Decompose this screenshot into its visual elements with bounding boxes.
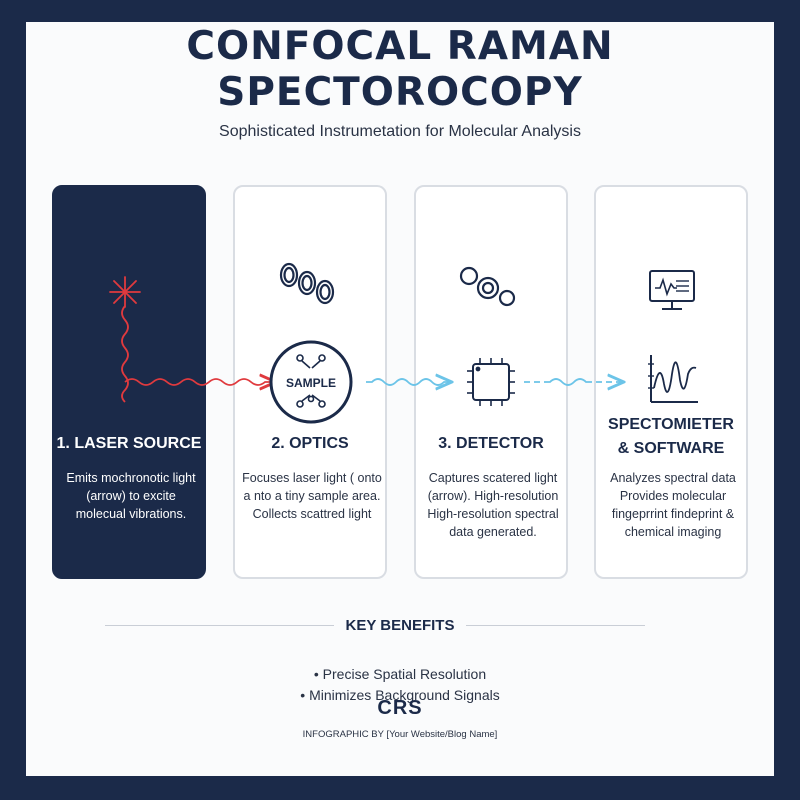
benefit-item: • Precise Spatial Resolution	[313, 666, 487, 682]
card-description: Analyzes spectral data Provides molecula…	[602, 469, 744, 541]
desc-line: chemical imaging	[624, 525, 722, 539]
desc-line: Analyzes spectral data	[610, 471, 736, 485]
desc-line: Emits mochronotic light	[66, 471, 196, 485]
card-detector: 3. DETECTOR Captures scatered light (arr…	[414, 185, 568, 579]
desc-line: High-resolution spectral	[427, 507, 559, 521]
card-description: Captures scatered light (arrow). High-re…	[422, 469, 564, 541]
card-title: 2. OPTICS	[271, 435, 349, 452]
benefit-item: • Minimizes Background Signals	[300, 687, 500, 703]
desc-line: data generated.	[449, 525, 537, 539]
title-line: SPECTOMIETER	[608, 416, 734, 433]
desc-line: (arrow). High-resolution	[427, 489, 559, 503]
card-description: Emits mochronotic light (arrow) to excit…	[60, 469, 202, 523]
desc-line: molecual vibrations.	[75, 507, 187, 521]
card-optics: 2. OPTICS Focuses laser light ( onto a n…	[233, 185, 387, 579]
card-title: SPECTOMIETER & SOFTWARE	[596, 413, 746, 461]
title-line: & SOFTWARE	[617, 440, 725, 457]
title-line-2: SPECTOROCOPY	[217, 70, 583, 115]
page-subtitle: Sophisticated Instrumetation for Molecul…	[219, 123, 581, 140]
benefits-title: KEY BENEFITS	[0, 617, 800, 634]
card-title: 3. DETECTOR	[438, 435, 544, 452]
title-line-1: CONFOCAL RAMAN	[186, 24, 614, 69]
card-spectrometer-software: SPECTOMIETER & SOFTWARE Analyzes spectra…	[594, 185, 748, 579]
desc-line: (arrow) to excite	[86, 489, 176, 503]
benefits-title-text: KEY BENEFITS	[333, 617, 467, 634]
card-description: Focuses laser light ( onto a nto a tiny …	[241, 469, 383, 523]
desc-line: Provides molecular	[619, 489, 727, 503]
desc-line: a nto a tiny sample area.	[243, 489, 381, 503]
brand-logo: CRS	[377, 697, 423, 719]
card-title: 1. LASER SOURCE	[56, 435, 202, 452]
desc-line: Collects scattred light	[252, 507, 372, 521]
desc-line: fingeprrint findeprint &	[611, 507, 735, 521]
desc-line: Focuses laser light ( onto	[242, 471, 382, 485]
card-laser-source: 1. LASER SOURCE Emits mochronotic light …	[52, 185, 206, 579]
desc-line: Captures scatered light	[428, 471, 558, 485]
footer-credit: INFOGRAPHIC BY [Your Website/Blog Name]	[302, 729, 498, 740]
page-title: CONFOCAL RAMAN SPECTOROCOPY	[0, 24, 800, 116]
